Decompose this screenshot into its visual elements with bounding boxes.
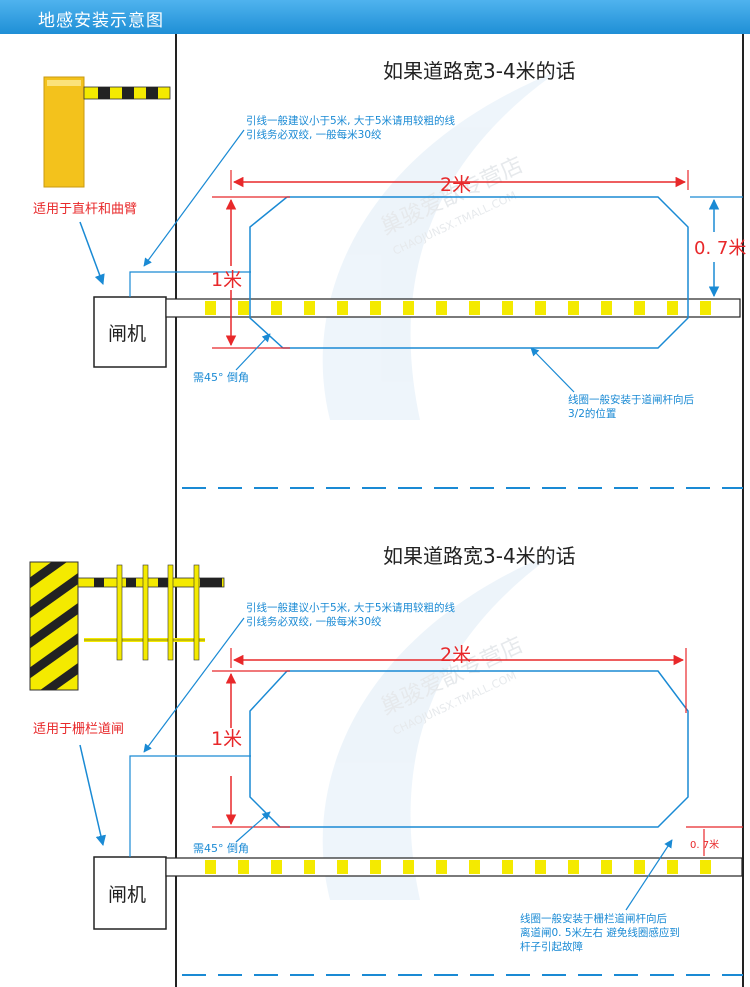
- boom-stripe: [469, 301, 480, 315]
- boom-stripe: [634, 860, 645, 874]
- boom-stripe: [205, 860, 216, 874]
- panel1-label-1m: 1米: [211, 269, 242, 291]
- boom-stripe: [436, 860, 447, 874]
- panel2-note-line1: 引线一般建议小于5米, 大于5米请用较粗的线: [246, 601, 456, 614]
- panel-1: 如果道路宽3-4米的话 适用于直杆和曲臂 闸机 2米: [33, 59, 746, 420]
- header-title: 地感安装示意图: [38, 11, 164, 31]
- boom-stripe: [238, 860, 249, 874]
- boom-stripe: [271, 301, 282, 315]
- panel1-position-line1: 线圈一般安装于道闸杆向后: [568, 393, 694, 406]
- panel1-gate-box: [93, 296, 167, 368]
- boom-stripe: [337, 301, 348, 315]
- boom-stripe: [634, 301, 645, 315]
- panel2-applies-label: 适用于栅栏道闸: [33, 722, 124, 737]
- panel1-label-07m: 0. 7米: [694, 238, 746, 259]
- boom-stripe: [667, 860, 678, 874]
- boom-stripe: [403, 860, 414, 874]
- boom-stripe: [502, 860, 513, 874]
- boom-stripe: [502, 301, 513, 315]
- header-bar: 地感安装示意图: [0, 0, 750, 34]
- panel2-label-07m: 0. 7米: [690, 838, 719, 851]
- panel1-position-line2: 3/2的位置: [568, 407, 616, 420]
- boom-stripe: [568, 860, 579, 874]
- boom-stripe: [601, 301, 612, 315]
- boom-stripe: [535, 301, 546, 315]
- panel2-gate-label: 闸机: [108, 884, 146, 906]
- boom-stripe: [700, 301, 711, 315]
- panel2-chamfer-label: 需45° 倒角: [193, 842, 249, 855]
- boom-stripe: [238, 301, 249, 315]
- panel2-loop-coil: [249, 670, 689, 828]
- fence-barrier-icon: [29, 561, 225, 691]
- panel1-chamfer-label: 需45° 倒角: [193, 371, 249, 384]
- boom-stripe: [271, 860, 282, 874]
- boom-stripe: [370, 860, 381, 874]
- boom-stripe: [535, 860, 546, 874]
- boom-stripe: [403, 301, 414, 315]
- panel-2: 如果道路宽3-4米的话 适用于栅栏道闸: [29, 544, 743, 953]
- boom-stripe: [304, 301, 315, 315]
- panel2-position-line3: 杆子引起故障: [520, 940, 583, 953]
- boom-stripe: [700, 860, 711, 874]
- panel2-boom-strip: [165, 857, 743, 877]
- boom-stripe: [205, 301, 216, 315]
- panel1-applies-label: 适用于直杆和曲臂: [33, 202, 137, 217]
- panel2-boom-stripes: [205, 860, 711, 874]
- boom-stripe: [601, 860, 612, 874]
- panel1-boom-strip: [165, 298, 741, 318]
- boom-stripe: [304, 860, 315, 874]
- straight-boom-barrier-icon: [43, 76, 171, 188]
- boom-stripe: [370, 301, 381, 315]
- panel2-lead-wire: [129, 755, 251, 857]
- panel2-label-1m: 1米: [211, 728, 242, 750]
- boom-stripe: [436, 301, 447, 315]
- panel2-position-line2: 离道闸0. 5米左右 避免线圈感应到: [520, 926, 680, 939]
- panel1-loop-coil: [249, 196, 689, 349]
- panel1-title: 如果道路宽3-4米的话: [383, 59, 576, 83]
- panel1-note-line2: 引线务必双绞, 一般每米30绞: [246, 128, 382, 141]
- panel1-lead-wire: [129, 271, 251, 297]
- panel1-note-line1: 引线一般建议小于5米, 大于5米请用较粗的线: [246, 114, 456, 127]
- boom-stripe: [469, 860, 480, 874]
- panel1-boom-stripes: [205, 301, 711, 315]
- panel2-title: 如果道路宽3-4米的话: [383, 544, 576, 568]
- boom-stripe: [667, 301, 678, 315]
- panel2-position-line1: 线圈一般安装于栅栏道闸杆向后: [520, 912, 667, 925]
- boom-stripe: [568, 301, 579, 315]
- panel1-label-2m: 2米: [440, 174, 471, 196]
- panel1-gate-label: 闸机: [108, 323, 146, 345]
- panel2-note-line2: 引线务必双绞, 一般每米30绞: [246, 615, 382, 628]
- panel2-label-2m: 2米: [440, 644, 471, 666]
- boom-stripe: [337, 860, 348, 874]
